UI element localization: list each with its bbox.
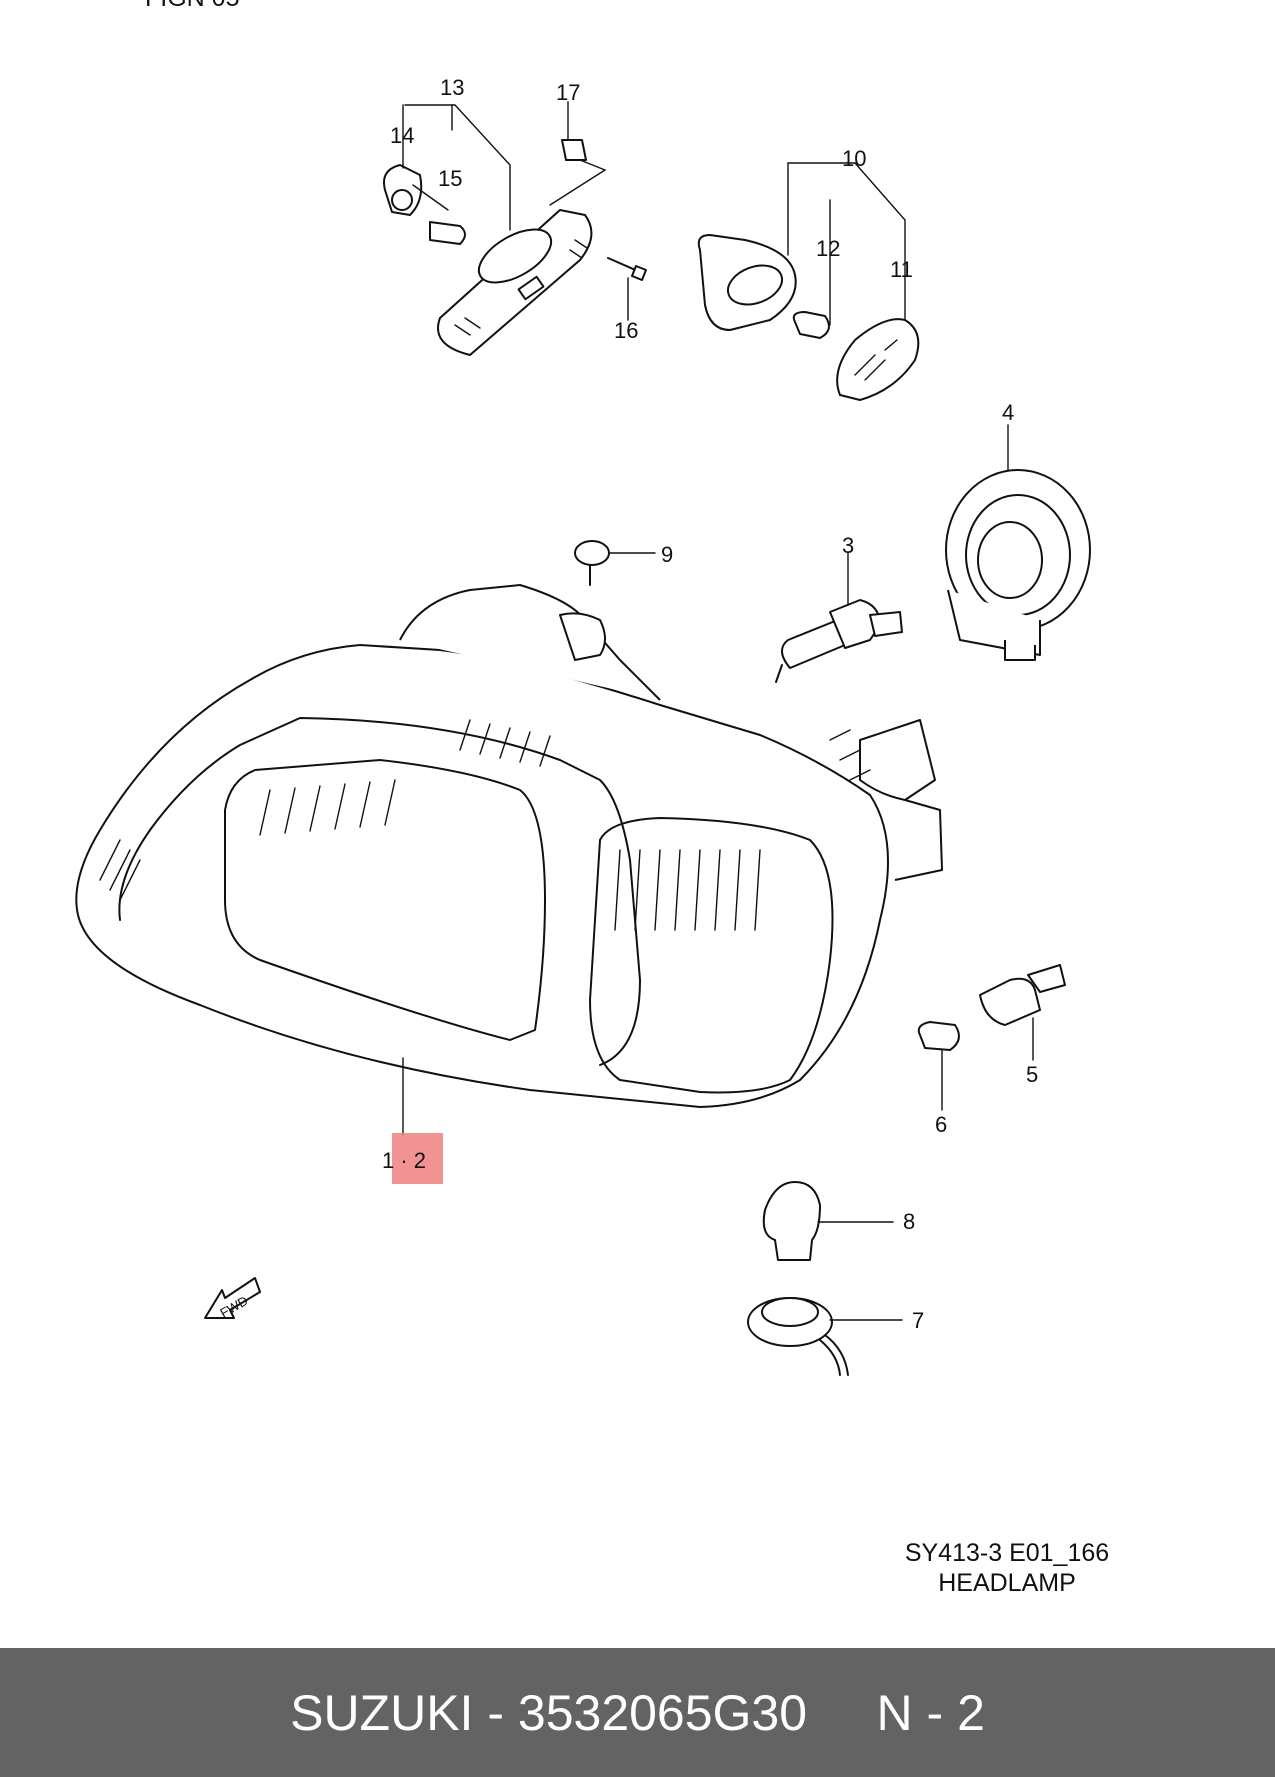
bulb-socket-7 [747, 1297, 849, 1376]
callout-6: 6 [935, 1112, 947, 1137]
callout-9: 9 [661, 542, 673, 567]
callout-12: 12 [816, 236, 840, 261]
bulb-12 [792, 311, 830, 339]
callout-17: 17 [556, 80, 580, 105]
headlamp-unit [75, 584, 943, 1108]
turn-lens-11 [836, 318, 920, 401]
turn-lamp-socket [697, 234, 797, 331]
screw-9 [574, 540, 610, 586]
separator: - [473, 1684, 518, 1741]
callout-13: 13 [440, 75, 464, 100]
callout-14: 14 [390, 123, 414, 148]
figure-title-fragment: FIGN 05 [145, 0, 239, 12]
bulb-socket-5 [979, 964, 1066, 1026]
screw-16 [607, 257, 647, 281]
callout-4: 4 [1002, 400, 1014, 425]
part-number: 3532065G30 [517, 1684, 808, 1741]
bulb-socket-cover-4 [945, 469, 1091, 661]
diagram-title: HEADLAMP [938, 1569, 1076, 1597]
callout-7: 7 [912, 1308, 924, 1333]
side-marker-lamp [437, 209, 593, 356]
headlamp-bulb-3 [775, 599, 903, 683]
wedge-bulb-15 [429, 221, 466, 245]
bulb-8 [762, 1181, 821, 1261]
callout-15: 15 [438, 166, 462, 191]
forward-arrow-icon: FWD [204, 1277, 261, 1321]
callout-16: 16 [614, 318, 638, 343]
callout-10: 10 [842, 146, 866, 171]
diagram-code: SY413-3 E01_166 [905, 1539, 1109, 1567]
spacer [807, 1684, 876, 1742]
bulb-socket-14 [383, 164, 423, 216]
callout-highlighted: 1 · 2 [382, 1148, 426, 1173]
clip-17 [561, 139, 587, 161]
callout-3: 3 [842, 533, 854, 558]
wedge-bulb-6 [917, 1021, 960, 1051]
part-info-bar: SUZUKI - 3532065G30 N - 2 [0, 1648, 1275, 1777]
parts-diagram: FIGN 05 [75, 0, 1109, 1597]
diagram-position: N - 2 [876, 1684, 985, 1741]
callout-5: 5 [1026, 1062, 1038, 1087]
callout-8: 8 [903, 1209, 915, 1234]
callout-11: 11 [890, 257, 913, 282]
brand-name: SUZUKI [290, 1684, 474, 1741]
highlight-box [392, 1133, 443, 1184]
